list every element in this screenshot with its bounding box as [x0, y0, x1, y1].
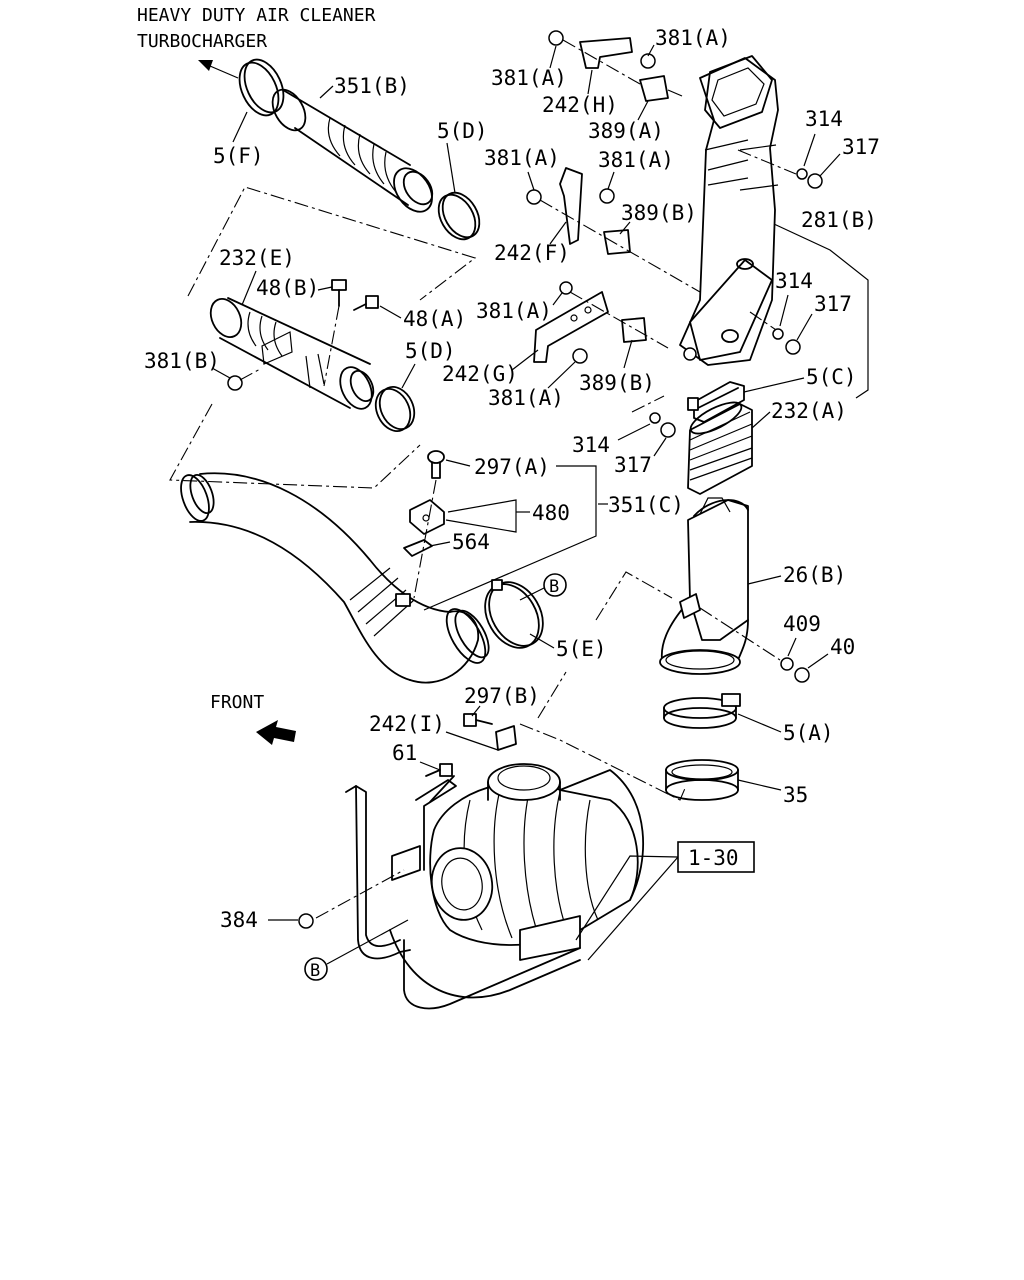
- bracket-242g: [533, 281, 669, 364]
- label-381a-5: 381(A): [476, 299, 552, 323]
- label-351c: 351(C): [608, 493, 684, 517]
- label-26b: 26(B): [783, 563, 846, 587]
- label-381a-1: 381(A): [655, 26, 731, 50]
- label-389a: 389(A): [588, 119, 664, 143]
- label-317-2: 317: [814, 292, 852, 316]
- label-232a: 232(A): [771, 399, 847, 423]
- to-turbocharger-arrow-icon: [198, 60, 239, 79]
- clamp-5d-middle: [374, 386, 416, 432]
- svg-text:B: B: [549, 577, 559, 597]
- bracket-242h: [548, 30, 683, 102]
- clamp-5a: [663, 693, 741, 729]
- label-314-1: 314: [805, 107, 843, 131]
- label-317-3: 317: [614, 453, 652, 477]
- label-384: 384: [220, 908, 258, 932]
- hose-351c: [180, 472, 490, 684]
- label-242g: 242(G): [442, 362, 518, 386]
- label-232e: 232(E): [219, 246, 295, 270]
- header-title: HEAVY DUTY AIR CLEANER: [137, 5, 376, 26]
- label-381b: 381(B): [144, 349, 220, 373]
- duct-26b: [659, 497, 749, 675]
- bolt-297a: [427, 450, 445, 479]
- front-label: FRONT: [210, 692, 264, 713]
- ring-35: [665, 759, 739, 801]
- label-5f: 5(F): [213, 144, 264, 168]
- label-35: 35: [783, 783, 808, 807]
- clamp-5e: [484, 579, 544, 649]
- label-297a: 297(A): [474, 455, 550, 479]
- label-48a: 48(A): [403, 307, 466, 331]
- label-480: 480: [532, 501, 570, 525]
- label-5a: 5(A): [783, 721, 834, 745]
- label-5d-top: 5(D): [437, 119, 488, 143]
- air-cleaner-assembly: [345, 725, 644, 1010]
- label-61: 61: [392, 741, 417, 765]
- clamp-5d-upper: [437, 191, 481, 241]
- label-297b: 297(B): [464, 684, 540, 708]
- label-242f: 242(F): [494, 241, 570, 265]
- bolt-297b: [463, 713, 493, 727]
- label-381a-4: 381(A): [598, 148, 674, 172]
- label-409: 409: [783, 612, 821, 636]
- sensor-mount-480: [409, 499, 445, 535]
- label-389b-1: 389(B): [621, 201, 697, 225]
- hose-232e: [209, 297, 375, 410]
- label-381a-2: 381(A): [491, 66, 567, 90]
- label-5d-mid: 5(D): [405, 339, 456, 363]
- boot-232a: [687, 401, 753, 495]
- svg-text:1-30: 1-30: [688, 846, 739, 870]
- bracket-242f: [526, 167, 701, 293]
- hose-351b: [238, 58, 434, 213]
- header-subtitle: TURBOCHARGER: [137, 31, 267, 52]
- bolt-48a: [353, 295, 379, 311]
- front-arrow-icon: [256, 720, 296, 745]
- callout-b-top: B: [543, 573, 567, 597]
- bolt-48b: [331, 279, 347, 307]
- label-5e: 5(E): [556, 637, 607, 661]
- duct-281b: [679, 55, 779, 366]
- label-314-3: 314: [572, 433, 610, 457]
- label-314-2: 314: [775, 269, 813, 293]
- label-317-1: 317: [842, 135, 880, 159]
- label-40: 40: [830, 635, 855, 659]
- label-381a-3: 381(A): [484, 146, 560, 170]
- label-564: 564: [452, 530, 490, 554]
- label-48b: 48(B): [256, 276, 319, 300]
- ref-box-1-30: 1-30: [677, 841, 755, 873]
- label-351b: 351(B): [334, 74, 410, 98]
- callout-b-bottom: B: [304, 957, 328, 981]
- label-281b: 281(B): [801, 208, 877, 232]
- svg-text:B: B: [310, 961, 320, 981]
- label-242h: 242(H): [542, 93, 618, 117]
- label-5c: 5(C): [806, 365, 857, 389]
- gasket-564: [403, 539, 433, 557]
- clamp-5c: [687, 381, 745, 423]
- label-242i: 242(I): [369, 712, 445, 736]
- label-389b-2: 389(B): [579, 371, 655, 395]
- label-381a-6: 381(A): [488, 386, 564, 410]
